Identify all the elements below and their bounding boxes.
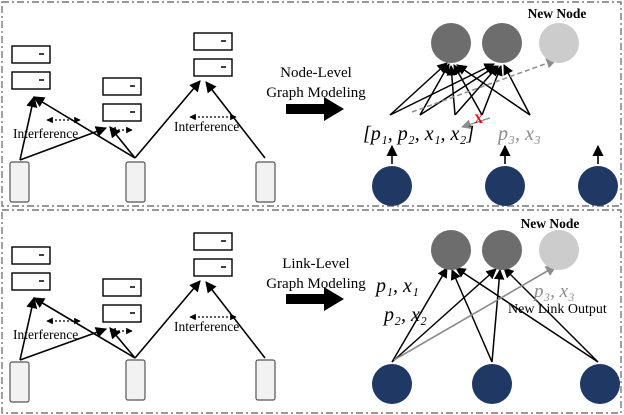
input-node-1: [372, 166, 412, 206]
gnn-edges: [389, 62, 531, 116]
link-label-1: p₁, x₁: [374, 275, 419, 297]
device-left: [9, 361, 30, 403]
server-stack-left: [11, 246, 51, 291]
transform-arrow: [286, 97, 344, 121]
method-label-line1: Link-Level: [282, 256, 349, 272]
input-node-2: [485, 166, 525, 206]
server-stack-left: [11, 45, 51, 90]
input-node-1: [372, 364, 412, 404]
output-node-1: [431, 230, 471, 270]
output-node-1: [431, 23, 471, 63]
method-label-line2: Graph Modeling: [266, 276, 366, 292]
transform-arrow: [286, 287, 344, 311]
blocked-edge: [461, 117, 491, 129]
input-bracket-text: [p₁, p₂, x₁, x₂]: [363, 123, 474, 145]
new-node-label: New Node: [521, 216, 580, 231]
input-node-3: [580, 364, 620, 404]
device-left: [9, 161, 30, 203]
device-right: [255, 161, 276, 203]
new-output-node: [539, 230, 579, 270]
new-output-node: [539, 23, 579, 63]
method-label-line2: Graph Modeling: [266, 85, 366, 101]
method-label-line1: Node-Level: [280, 65, 352, 81]
new-node-label: New Node: [528, 6, 587, 21]
input-node-3: [578, 166, 618, 206]
link-label-2: p₂, x₂: [382, 304, 427, 326]
new-link-output-label: New Link Output: [508, 302, 607, 317]
server-stack-middle: [102, 278, 142, 323]
server-stack-right: [193, 32, 233, 77]
top-panel-border: [1, 1, 622, 207]
input-node-2: [472, 364, 512, 404]
gnn-edges: [391, 267, 599, 363]
new-edge-dashed: [411, 58, 557, 113]
server-stack-middle: [102, 77, 142, 122]
output-node-2: [482, 230, 522, 270]
device-middle: [125, 359, 146, 401]
new-link-edge: [393, 265, 557, 361]
top-panel: Interference Interference Node-Level Gra…: [1, 1, 622, 207]
bottom-panel: Interference Interference Link-Level Gra…: [1, 209, 622, 414]
interference-label-1: Interference: [13, 327, 78, 342]
output-node-2: [482, 23, 522, 63]
new-input-pair: p₃, x₃: [496, 123, 541, 145]
device-middle: [125, 161, 146, 203]
interference-label-2: Interference: [174, 119, 239, 134]
interference-label-1: Interference: [13, 126, 78, 141]
new-link-pair: p₃, x₃: [532, 281, 575, 302]
bottom-panel-border: [1, 209, 622, 414]
server-stack-right: [193, 232, 233, 277]
device-right: [255, 359, 276, 401]
blocked-mark: X: [474, 111, 484, 126]
interference-label-2: Interference: [174, 319, 239, 334]
